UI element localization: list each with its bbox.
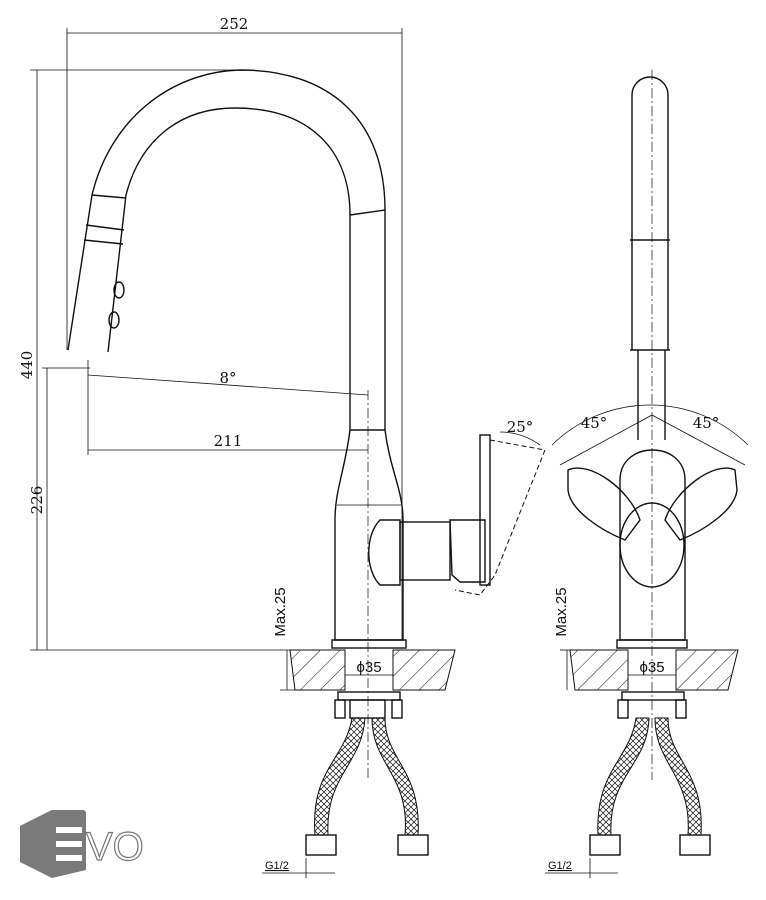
lever-angle-label: 25° bbox=[507, 418, 534, 436]
side-max-deck-label: Max.25 bbox=[553, 587, 570, 636]
max-deck-label: Max.25 bbox=[272, 587, 289, 636]
spout bbox=[67, 69, 386, 430]
body: 25° bbox=[331, 418, 546, 649]
spout-angle-label: 8° bbox=[219, 369, 236, 387]
hole-diameter-label: ϕ35 bbox=[356, 659, 381, 676]
height-label: 440 bbox=[18, 351, 36, 380]
height-dimension: 440 bbox=[18, 69, 240, 650]
width-label: 252 bbox=[220, 15, 249, 33]
side-hole-diameter-label: ϕ35 bbox=[639, 659, 664, 676]
deck-section: ϕ35 Max.25 bbox=[272, 587, 456, 719]
evo-logo: VO bbox=[20, 810, 144, 878]
side-thread-label: G1/2 bbox=[548, 860, 572, 872]
spray-button-icon bbox=[113, 281, 125, 299]
hoses: G1/2 bbox=[262, 717, 429, 878]
logo-text: VO bbox=[86, 825, 144, 869]
left-angle-label: 45° bbox=[581, 414, 608, 432]
reach-label: 211 bbox=[214, 432, 243, 450]
right-angle-label: 45° bbox=[693, 414, 720, 432]
thread-label: G1/2 bbox=[265, 860, 289, 872]
width-dimension: 252 bbox=[66, 15, 403, 640]
reach-dimensions: 8° 211 bbox=[87, 360, 369, 780]
spout-height-label: 226 bbox=[28, 486, 46, 515]
spray-button-icon bbox=[108, 311, 120, 329]
side-view: 45° 45° ϕ35 Max.25 G1/2 bbox=[545, 70, 749, 878]
front-view: 252 440 226 8° 211 bbox=[18, 15, 546, 878]
spout-height-dimension: 226 bbox=[28, 367, 290, 651]
